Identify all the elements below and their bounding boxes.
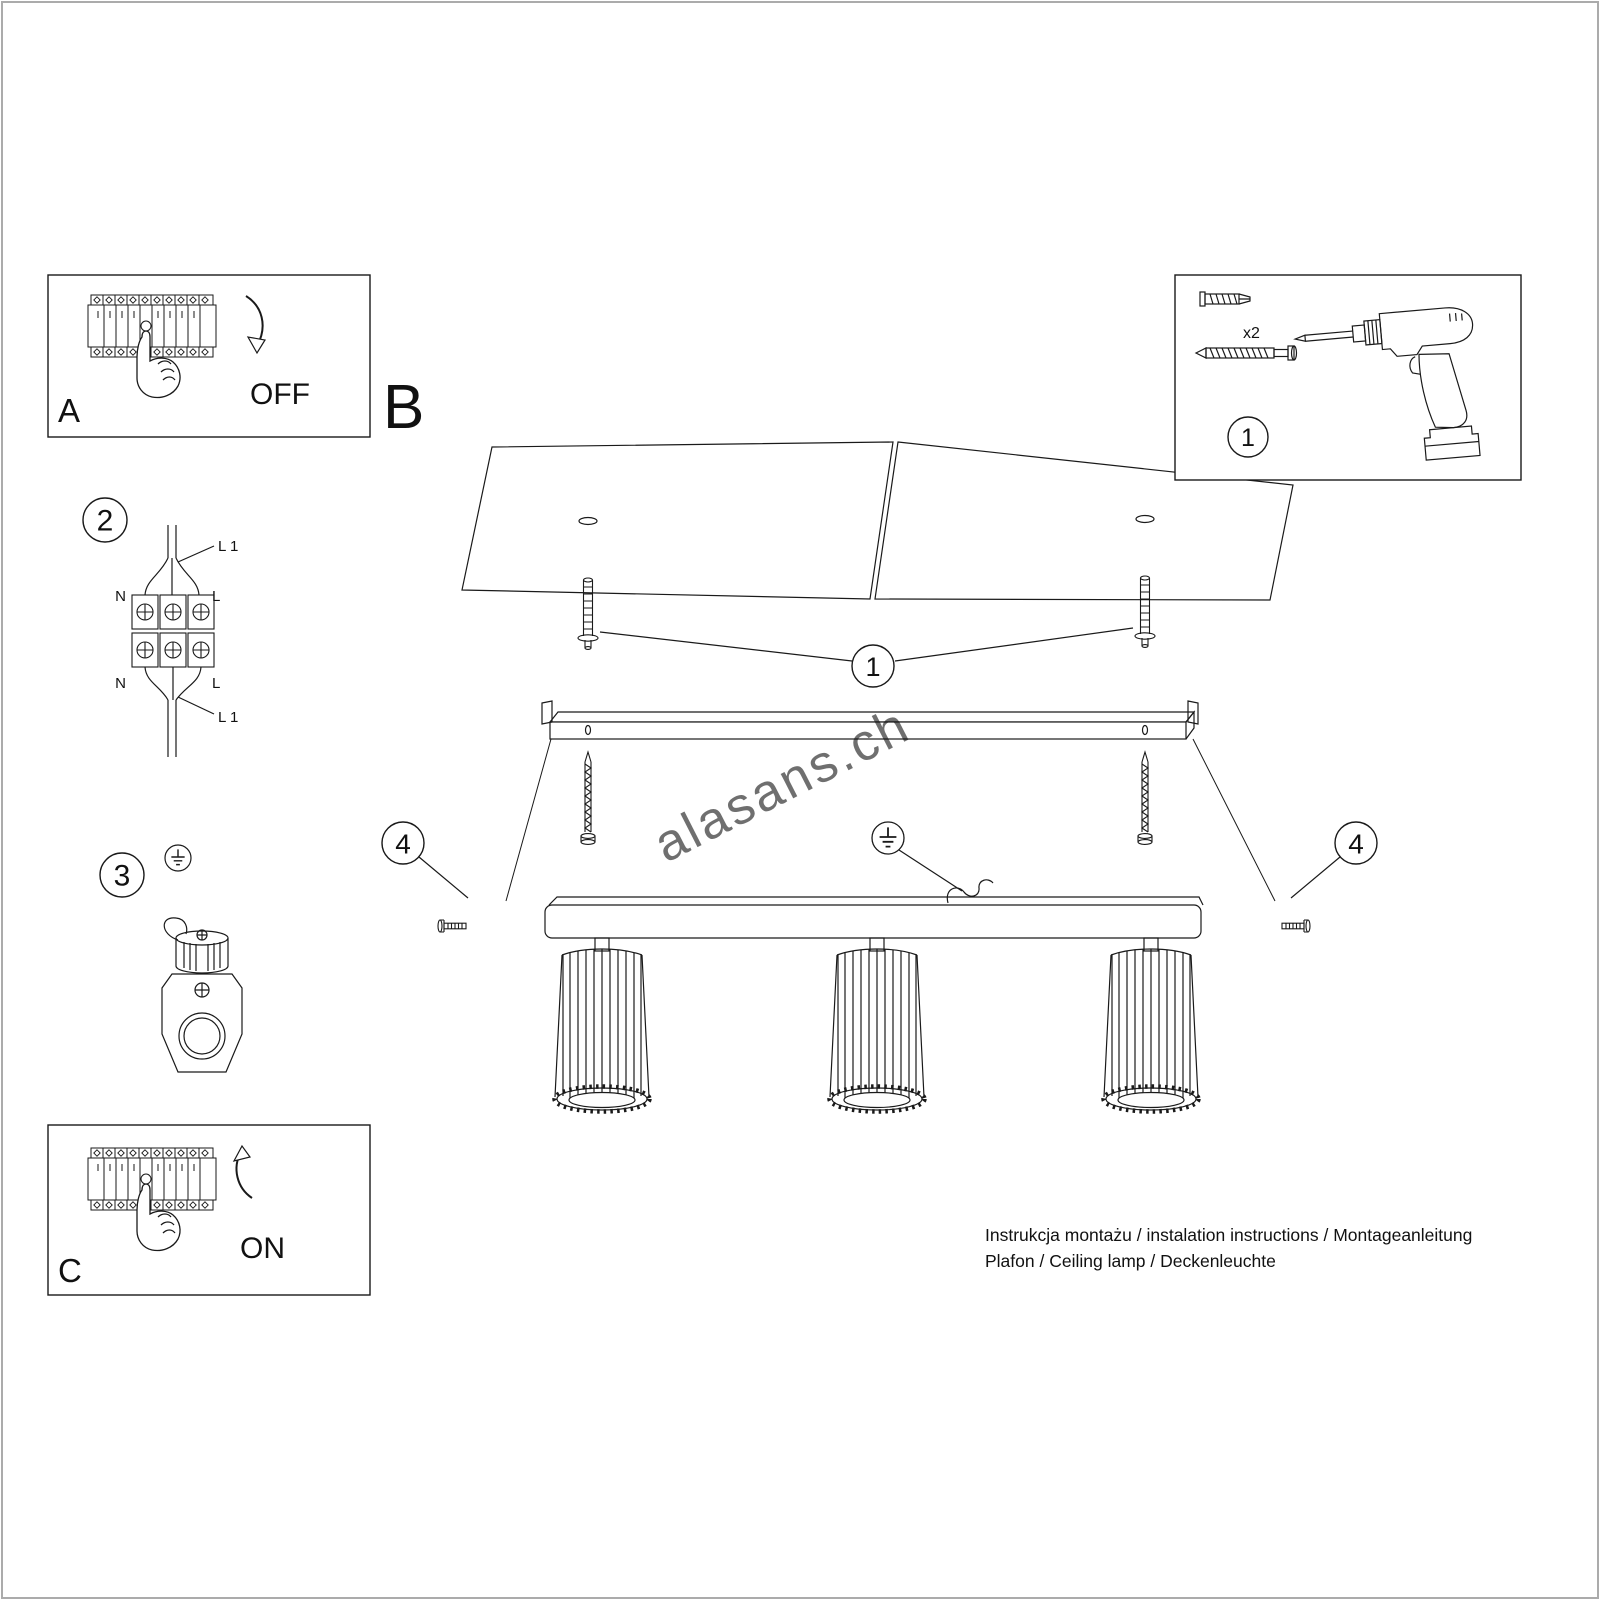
footer-line-1: Instrukcja montażu / instalation instruc… bbox=[985, 1225, 1472, 1245]
panel-b-label: B bbox=[383, 373, 424, 442]
wall-plug-icon bbox=[1199, 291, 1251, 307]
step-2-number: 2 bbox=[97, 505, 114, 538]
drill-hole bbox=[578, 516, 598, 526]
arrow-up-icon bbox=[232, 1144, 253, 1199]
mounting-bracket bbox=[541, 700, 1199, 740]
arrow-down-icon bbox=[245, 295, 266, 355]
kit-box: x2 1 bbox=[1174, 274, 1522, 481]
panel-a-label: A bbox=[58, 392, 80, 429]
callout-anchors: 1 bbox=[599, 627, 1134, 688]
assembly-guide-lines bbox=[505, 738, 1276, 902]
callout-4-number: 4 bbox=[1348, 829, 1364, 860]
earth-connection-diagram: 3 bbox=[99, 844, 243, 1073]
wire-label-l1-top: L 1 bbox=[218, 538, 238, 555]
ground-callout bbox=[871, 821, 963, 892]
step-3-number: 3 bbox=[114, 860, 131, 893]
on-label: ON bbox=[240, 1232, 285, 1265]
ceiling-panels bbox=[461, 441, 1294, 601]
mains-wire bbox=[946, 879, 994, 904]
lamp-canopy bbox=[544, 879, 1204, 939]
anchor-qty-label: x2 bbox=[1243, 325, 1260, 342]
wire-label-l-top: L bbox=[212, 588, 220, 605]
lamp-socket-icon bbox=[161, 917, 243, 1073]
wire-label-l1-bottom: L 1 bbox=[218, 709, 238, 726]
footer-line-2: Plafon / Ceiling lamp / Deckenleuchte bbox=[985, 1251, 1276, 1271]
panel-a-box: OFF A bbox=[47, 274, 371, 438]
cable-bottom bbox=[167, 700, 177, 757]
callout-side-screw-left: 4 bbox=[381, 821, 469, 899]
kit-step-number: 1 bbox=[1241, 424, 1255, 452]
cable-top bbox=[167, 525, 177, 558]
wiring-diagram: 2 L 1 N L L 1 N L bbox=[82, 497, 238, 757]
callout-4-number: 4 bbox=[395, 829, 411, 860]
footer: Instrukcja montażu / instalation instruc… bbox=[985, 1225, 1472, 1271]
wire-label-n-bottom: N bbox=[115, 675, 126, 692]
panel-c-label: C bbox=[58, 1252, 82, 1289]
callout-side-screw-right: 4 bbox=[1290, 821, 1378, 899]
callout-1-number: 1 bbox=[865, 652, 880, 682]
drill-hole bbox=[1135, 514, 1155, 524]
wire-label-l-bottom: L bbox=[212, 675, 220, 692]
panel-c-box: ON C bbox=[47, 1124, 371, 1296]
screw-icon bbox=[1194, 345, 1298, 361]
wire-label-n-top: N bbox=[115, 588, 126, 605]
off-label: OFF bbox=[250, 378, 310, 411]
drill-icon bbox=[1293, 307, 1481, 461]
